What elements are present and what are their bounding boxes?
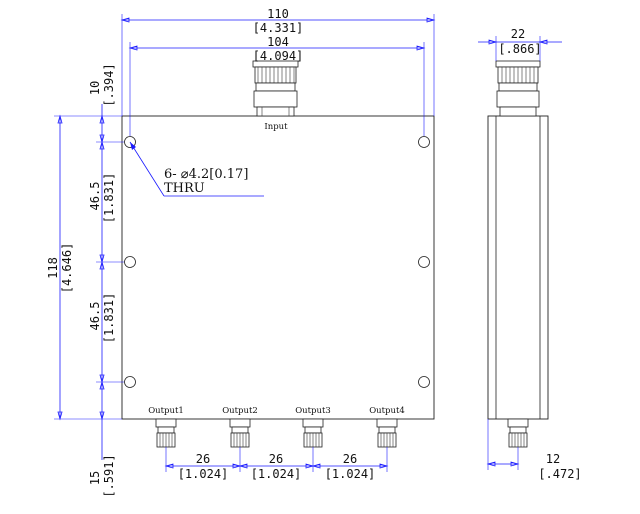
dim-vertical-left: [54, 104, 124, 460]
dim-top-offset-inch: [.394]: [102, 63, 116, 106]
output2-label: Output2: [222, 406, 258, 416]
dim-overall-width-inch: [4.331]: [253, 21, 304, 35]
output-connector: [155, 418, 177, 448]
input-connector: [252, 60, 299, 117]
dim-side-offset-inch: [.472]: [538, 467, 581, 481]
dim-hole-spacing-2-inch: [1.831]: [102, 293, 116, 344]
output3-label: Output3: [295, 406, 331, 416]
dim-hole-spacing-1-inch: [1.831]: [102, 173, 116, 224]
dim-output-pitch-1-mm: 26: [196, 452, 210, 466]
mounting-hole: [124, 376, 136, 388]
dim-overall-height-inch: [4.646]: [60, 243, 74, 294]
dim-hole-spacing-inch: [4.094]: [253, 49, 304, 63]
dim-output-pitch-2-mm: 26: [269, 452, 283, 466]
dim-bottom-offset-mm: 15: [88, 471, 102, 485]
dim-hole-spacing-width: [128, 42, 426, 136]
dim-output-pitch-2-inch: [1.024]: [251, 467, 302, 481]
dim-overall-height-mm: 118: [46, 257, 60, 279]
output-connector: [229, 418, 251, 448]
mounting-hole: [418, 376, 430, 388]
dim-side-width-mm: 22: [511, 27, 525, 41]
dim-output-pitch-3-mm: 26: [343, 452, 357, 466]
output1-label: Output1: [148, 406, 184, 416]
side-output-connector: [507, 418, 529, 448]
dim-hole-spacing-1-mm: 46.5: [88, 182, 102, 211]
dim-side-connector-offset: [486, 419, 520, 470]
mounting-hole: [418, 256, 430, 268]
dim-side-width-inch: [.866]: [498, 42, 541, 56]
dim-output-pitch-3-inch: [1.024]: [325, 467, 376, 481]
output-connector: [302, 418, 324, 448]
hole-note-size: 6- ⌀4.2[0.17]: [164, 167, 248, 182]
hole-leader: [129, 141, 264, 197]
dim-side-offset-mm: 12: [546, 452, 560, 466]
front-view-body: [121, 115, 435, 420]
hole-note-thru: THRU: [164, 181, 205, 196]
dim-output-pitch: [164, 447, 389, 472]
output-connector: [376, 418, 398, 448]
dim-hole-spacing-2-mm: 46.5: [88, 302, 102, 331]
dim-top-offset-mm: 10: [88, 81, 102, 95]
mounting-holes: [124, 136, 430, 388]
mounting-hole: [124, 256, 136, 268]
dim-overall-width-mm: 110: [267, 7, 289, 21]
dim-side-width: [478, 36, 562, 61]
dim-bottom-offset-inch: [.591]: [102, 454, 116, 497]
dim-overall-width: [120, 14, 436, 116]
output4-label: Output4: [369, 406, 405, 416]
output-connectors: [155, 418, 398, 448]
mounting-hole: [418, 136, 430, 148]
dim-output-pitch-1-inch: [1.024]: [178, 467, 229, 481]
dim-hole-spacing-mm: 104: [267, 35, 289, 49]
side-input-connector: [495, 60, 541, 117]
input-label: Input: [264, 122, 288, 132]
side-view-body: [487, 115, 549, 420]
